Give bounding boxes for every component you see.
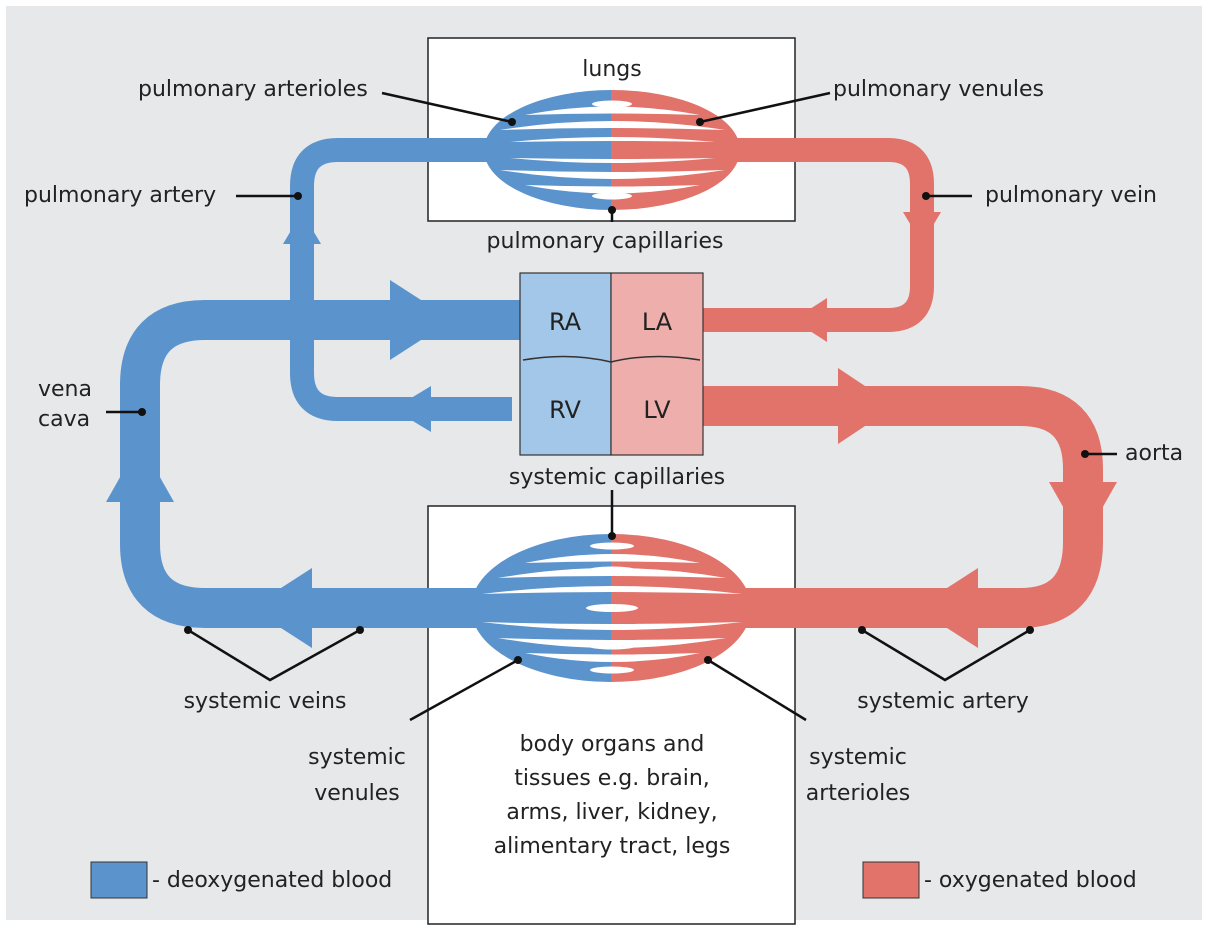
legend-deoxygenated-swatch — [90, 861, 148, 899]
pulmonary-vein-label: pulmonary vein — [985, 183, 1157, 208]
systemic-artery-label: systemic artery — [857, 689, 1029, 714]
left-heart — [610, 272, 704, 456]
vena-cava-arrow-up — [106, 442, 174, 502]
pulmonary-vein-arrow-down — [903, 212, 941, 244]
legend-oxygenated-label: - oxygenated blood — [924, 868, 1137, 893]
body-description-line: arms, liver, kidney, — [506, 800, 717, 825]
pulmonary-artery-vessel — [290, 138, 512, 421]
systemic-vein-arrow-left — [250, 568, 312, 648]
systemic-veins-label: systemic veins — [184, 689, 347, 714]
legend: - deoxygenated blood - oxygenated blood — [90, 861, 1137, 899]
vena-cava-label-line1: vena — [38, 377, 92, 402]
pulmonary-venules-label: pulmonary venules — [833, 77, 1044, 102]
aorta-arrow-right — [838, 368, 895, 444]
pulmonary-capillary-bed — [484, 90, 740, 210]
pulmonary-vein-arrow-left — [793, 298, 827, 342]
aorta-arrow-down — [1049, 482, 1117, 542]
systemic-capillary-bed — [471, 534, 751, 682]
pulmonary-arterioles-label: pulmonary arterioles — [138, 77, 368, 102]
pulmonary-artery-arrow-left — [393, 386, 431, 432]
legend-deoxygenated-label: - deoxygenated blood — [152, 868, 392, 893]
heart-septum-brace — [522, 355, 701, 363]
body-organs-description: body organs and tissues e.g. brain, arms… — [494, 732, 731, 859]
pulmonary-capillaries-label: pulmonary capillaries — [487, 229, 724, 254]
body-description-line: tissues e.g. brain, — [514, 766, 710, 791]
leader-lines — [106, 91, 1117, 722]
aorta-label: aorta — [1125, 441, 1183, 466]
legend-oxygenated-swatch — [862, 861, 920, 899]
systemic-venules-label-line2: venules — [314, 781, 400, 806]
systemic-arterioles-label-line2: arterioles — [806, 781, 910, 806]
pulmonary-artery-label: pulmonary artery — [24, 183, 216, 208]
systemic-venules-label-line1: systemic — [308, 745, 406, 770]
systemic-capillaries-label: systemic capillaries — [509, 465, 725, 490]
lungs-title: lungs — [582, 57, 641, 82]
ra-label: RA — [549, 308, 582, 336]
la-label: LA — [642, 308, 673, 336]
body-description-line: body organs and — [520, 732, 705, 757]
body-description-line: alimentary tract, legs — [494, 834, 731, 859]
vena-cava-label-line2: cava — [38, 407, 90, 432]
systemic-artery-arrow-left — [916, 568, 978, 648]
lv-label: LV — [643, 396, 671, 424]
right-heart — [519, 272, 612, 456]
rv-label: RV — [549, 396, 581, 424]
heart: RA LA RV LV — [519, 272, 704, 456]
vena-cava-arrow-right — [390, 280, 452, 360]
systemic-arterioles-label-line1: systemic — [809, 745, 907, 770]
pulmonary-artery-arrow-up — [283, 212, 321, 244]
